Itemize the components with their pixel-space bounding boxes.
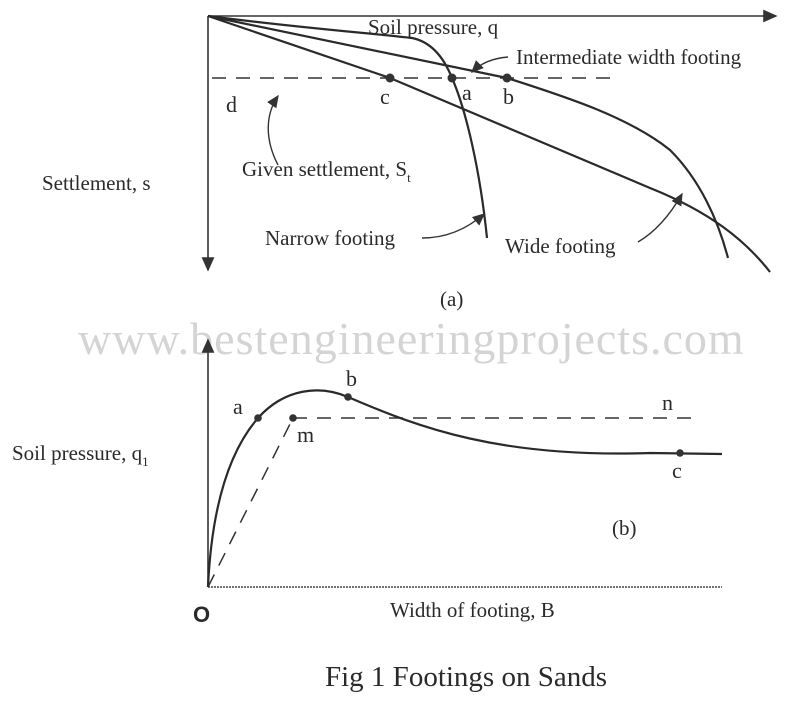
watermark: www.bestengineeringprojects.com — [78, 313, 745, 364]
point-b — [344, 393, 352, 401]
x-axis-label: Width of footing, B — [390, 598, 555, 622]
label-c: c — [380, 84, 390, 109]
label-c: c — [672, 458, 682, 483]
intermediate-label: Intermediate width footing — [516, 45, 742, 69]
dashed-rise-om — [207, 417, 294, 588]
point-c — [385, 73, 395, 83]
point-a — [254, 414, 262, 422]
wide-label: Wide footing — [505, 234, 616, 258]
soil-pressure-curve — [206, 389, 723, 588]
given-settlement-subscript: t — [407, 170, 411, 185]
y-axis-subscript: 1 — [142, 454, 149, 469]
given-settlement-arrow — [267, 94, 279, 166]
wide-arrow — [637, 192, 683, 243]
label-b: b — [503, 84, 514, 109]
point-a — [447, 73, 457, 83]
narrow-footing-curve — [207, 14, 489, 239]
label-n: n — [662, 390, 673, 415]
y-axis-label: Settlement, s — [42, 171, 151, 195]
y-axis-label: Soil pressure, q1 — [12, 441, 149, 469]
given-settlement-label: Given settlement, St — [242, 157, 411, 185]
intermediate-footing-curve — [207, 14, 730, 259]
point-m — [289, 414, 297, 422]
y-axis-label-text: Soil pressure, q — [12, 441, 143, 465]
point-c — [676, 449, 684, 457]
origin-label: O — [193, 602, 210, 627]
point-b — [502, 73, 512, 83]
label-d: d — [226, 92, 237, 117]
x-axis-label: Soil pressure, q — [368, 15, 499, 39]
figure-caption: Fig 1 Footings on Sands — [325, 661, 607, 693]
given-settlement-text: Given settlement, S — [242, 157, 407, 181]
narrow-label: Narrow footing — [265, 226, 396, 250]
label-m: m — [297, 422, 314, 447]
panel-b: a b m n c (b) Soil pressure, q1 O Width … — [12, 338, 723, 627]
label-a: a — [233, 394, 243, 419]
intermediate-arrow — [471, 56, 509, 73]
panel-a-label: (a) — [440, 287, 463, 311]
panel-b-label: (b) — [612, 516, 637, 540]
label-a: a — [462, 80, 472, 105]
narrow-arrow — [421, 213, 486, 239]
label-b: b — [346, 366, 357, 391]
wide-footing-curve — [207, 14, 771, 273]
panel-a: Soil pressure, q Intermediate width foot… — [42, 9, 778, 311]
